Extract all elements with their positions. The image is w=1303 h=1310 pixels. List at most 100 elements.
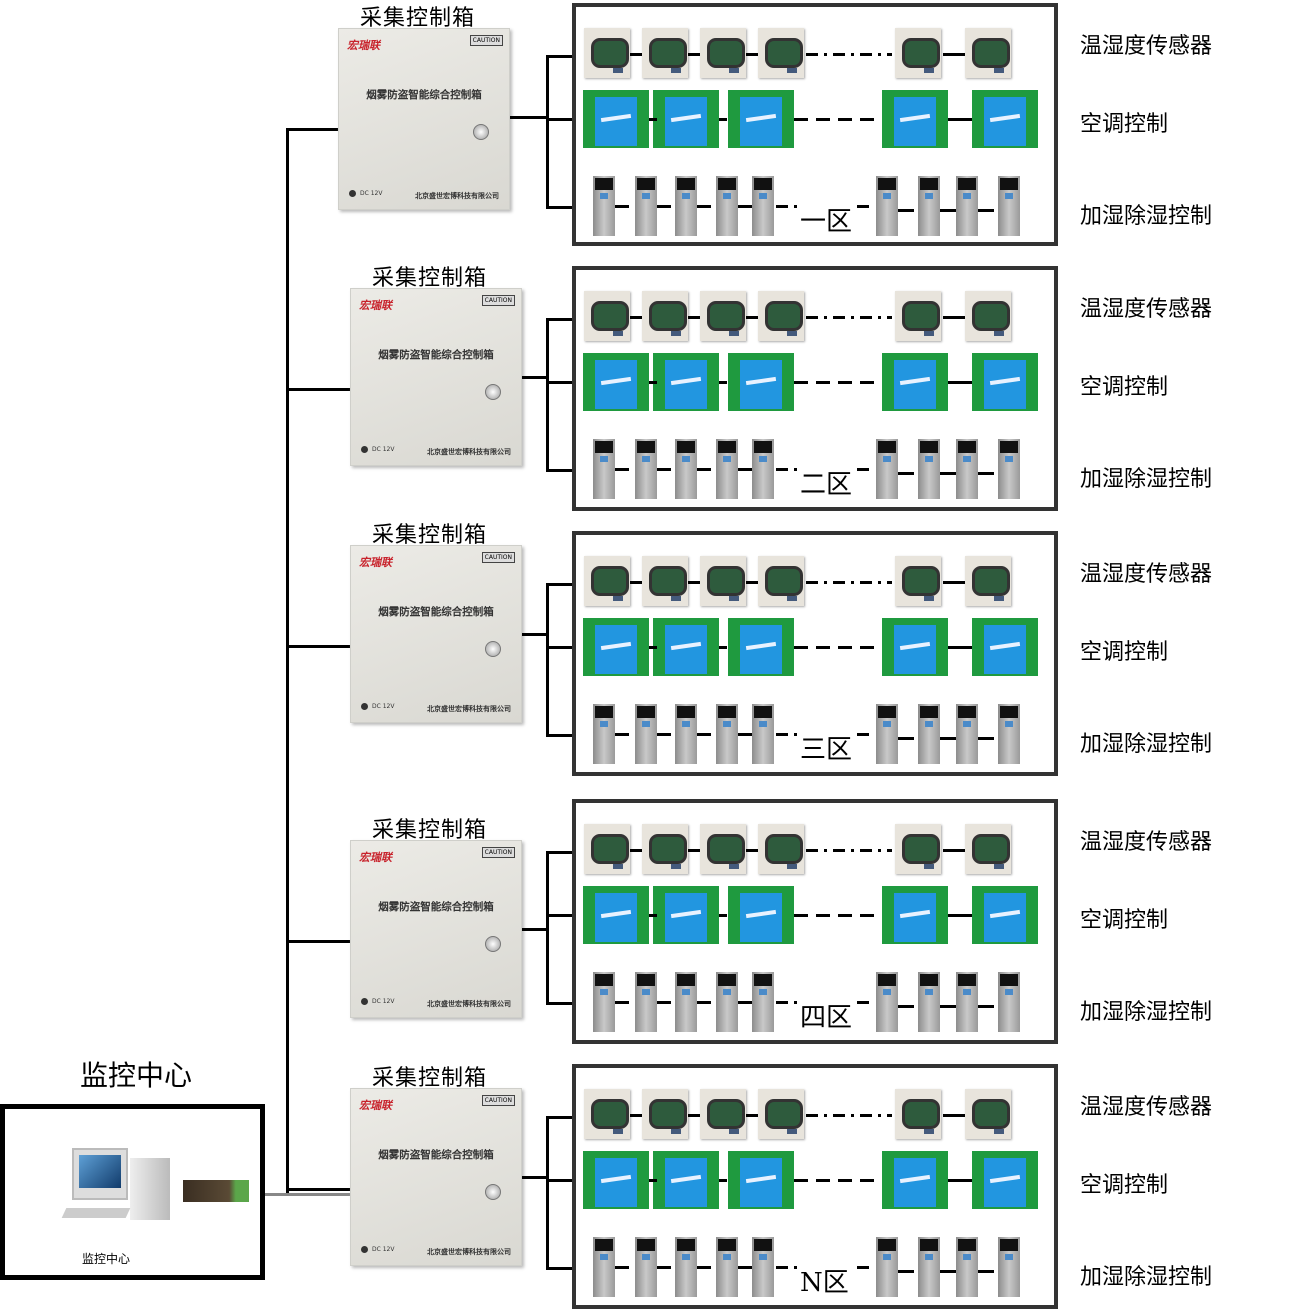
humidifier-unit: [998, 1237, 1020, 1297]
zone-feed-line: [546, 734, 582, 737]
temp-humidity-sensor: [965, 28, 1011, 78]
serial-converter-icon: [183, 1180, 249, 1202]
ac-controller: [882, 353, 948, 411]
link-line: [630, 53, 642, 56]
link-line: [738, 1266, 752, 1269]
humidifier-unit: [675, 1237, 697, 1297]
temp-humidity-sensor: [758, 291, 804, 341]
temp-humidity-sensor: [700, 1089, 746, 1139]
link-line: [738, 205, 752, 208]
humidifier-unit: [956, 972, 978, 1032]
link-line: [948, 118, 972, 121]
link-line: [719, 381, 727, 384]
label-temp-humidity-sensor: 温湿度传感器: [1080, 830, 1213, 855]
zone-feed-line: [546, 55, 582, 58]
humidifier-unit: [635, 176, 657, 236]
label-ac-control: 空调控制: [1080, 908, 1169, 933]
temp-humidity-sensor: [965, 1089, 1011, 1139]
temp-humidity-sensor: [642, 824, 688, 874]
humidifier-unit: [752, 704, 774, 764]
cabinet-link-line: [522, 928, 548, 931]
zone-riser-line: [546, 319, 549, 469]
zone-feed-line: [546, 381, 582, 384]
monitoring-center-box: [0, 1104, 265, 1280]
ac-controller: [728, 618, 794, 676]
link-line: [697, 1001, 711, 1004]
label-humidify-dehumidify: 加湿除湿控制: [1080, 732, 1213, 757]
ac-controller: [583, 353, 649, 411]
lock-icon: [485, 641, 501, 657]
label-humidify-dehumidify: 加湿除湿控制: [1080, 1000, 1213, 1025]
link-line: [630, 581, 642, 584]
link-line: [615, 468, 629, 471]
link-line: [697, 733, 711, 736]
power-label: DC 12V: [349, 190, 382, 197]
cabinet-logo: 宏瑞联: [359, 1099, 392, 1112]
humidifier-unit: [716, 439, 738, 499]
cabinet-link-line: [522, 376, 548, 379]
link-line: [738, 1001, 752, 1004]
humidifier-unit: [593, 439, 615, 499]
temp-humidity-sensor: [584, 1089, 630, 1139]
link-line: [630, 316, 642, 319]
link-line: [719, 118, 727, 121]
temp-humidity-sensor: [584, 824, 630, 874]
zone-label: 二区: [798, 464, 855, 501]
bus-branch-line: [286, 645, 350, 648]
ac-controller: [972, 353, 1038, 411]
link-line: [649, 1179, 657, 1182]
humidifier-unit: [956, 176, 978, 236]
humidifier-unit: [998, 972, 1020, 1032]
temp-humidity-sensor: [700, 556, 746, 606]
bus-branch-line: [286, 1188, 350, 1191]
link-line: [688, 581, 700, 584]
power-label: DC 12V: [361, 1246, 394, 1253]
dash-dot-line: [806, 581, 892, 584]
link-line: [948, 914, 972, 917]
temp-humidity-sensor: [584, 556, 630, 606]
humidifier-unit: [593, 972, 615, 1032]
link-line: [688, 53, 700, 56]
humidifier-unit: [876, 439, 898, 499]
link-line: [688, 316, 700, 319]
label-temp-humidity-sensor: 温湿度传感器: [1080, 1095, 1213, 1120]
humidifier-unit: [635, 1237, 657, 1297]
lock-icon: [473, 124, 489, 140]
keyboard-icon: [61, 1208, 131, 1218]
power-label: DC 12V: [361, 703, 394, 710]
dash-dot-line: [806, 1114, 892, 1117]
ac-controller: [972, 90, 1038, 148]
company-label: 北京盛世宏博科技有限公司: [415, 191, 499, 200]
company-label: 北京盛世宏博科技有限公司: [427, 999, 511, 1008]
link-line: [948, 1179, 972, 1182]
computer-icon: [72, 1148, 128, 1200]
label-ac-control: 空调控制: [1080, 640, 1169, 665]
humidifier-unit: [675, 439, 697, 499]
humidifier-unit: [752, 1237, 774, 1297]
link-line: [948, 381, 972, 384]
link-line: [898, 472, 914, 475]
ac-controller: [728, 90, 794, 148]
ac-controller: [653, 353, 719, 411]
link-line: [657, 468, 671, 471]
zone-label: N区: [798, 1262, 851, 1299]
zone-label: 一区: [798, 201, 855, 238]
company-label: 北京盛世宏博科技有限公司: [427, 704, 511, 713]
dash-line: [794, 914, 880, 917]
link-line: [898, 1005, 914, 1008]
label-temp-humidity-sensor: 温湿度传感器: [1080, 34, 1213, 59]
link-line: [719, 914, 727, 917]
cabinet-title: 采集控制箱: [372, 266, 488, 291]
link-line: [940, 737, 956, 740]
humidifier-unit: [918, 1237, 940, 1297]
link-line: [615, 1001, 629, 1004]
link-line: [978, 472, 994, 475]
link-line: [738, 733, 752, 736]
link-line: [898, 1270, 914, 1273]
bus-branch-line: [286, 388, 350, 391]
cabinet-title: 采集控制箱: [372, 523, 488, 548]
cabinet-logo: 宏瑞联: [359, 851, 392, 864]
caution-label: CAUTION: [469, 35, 503, 46]
humidifier-unit: [876, 176, 898, 236]
